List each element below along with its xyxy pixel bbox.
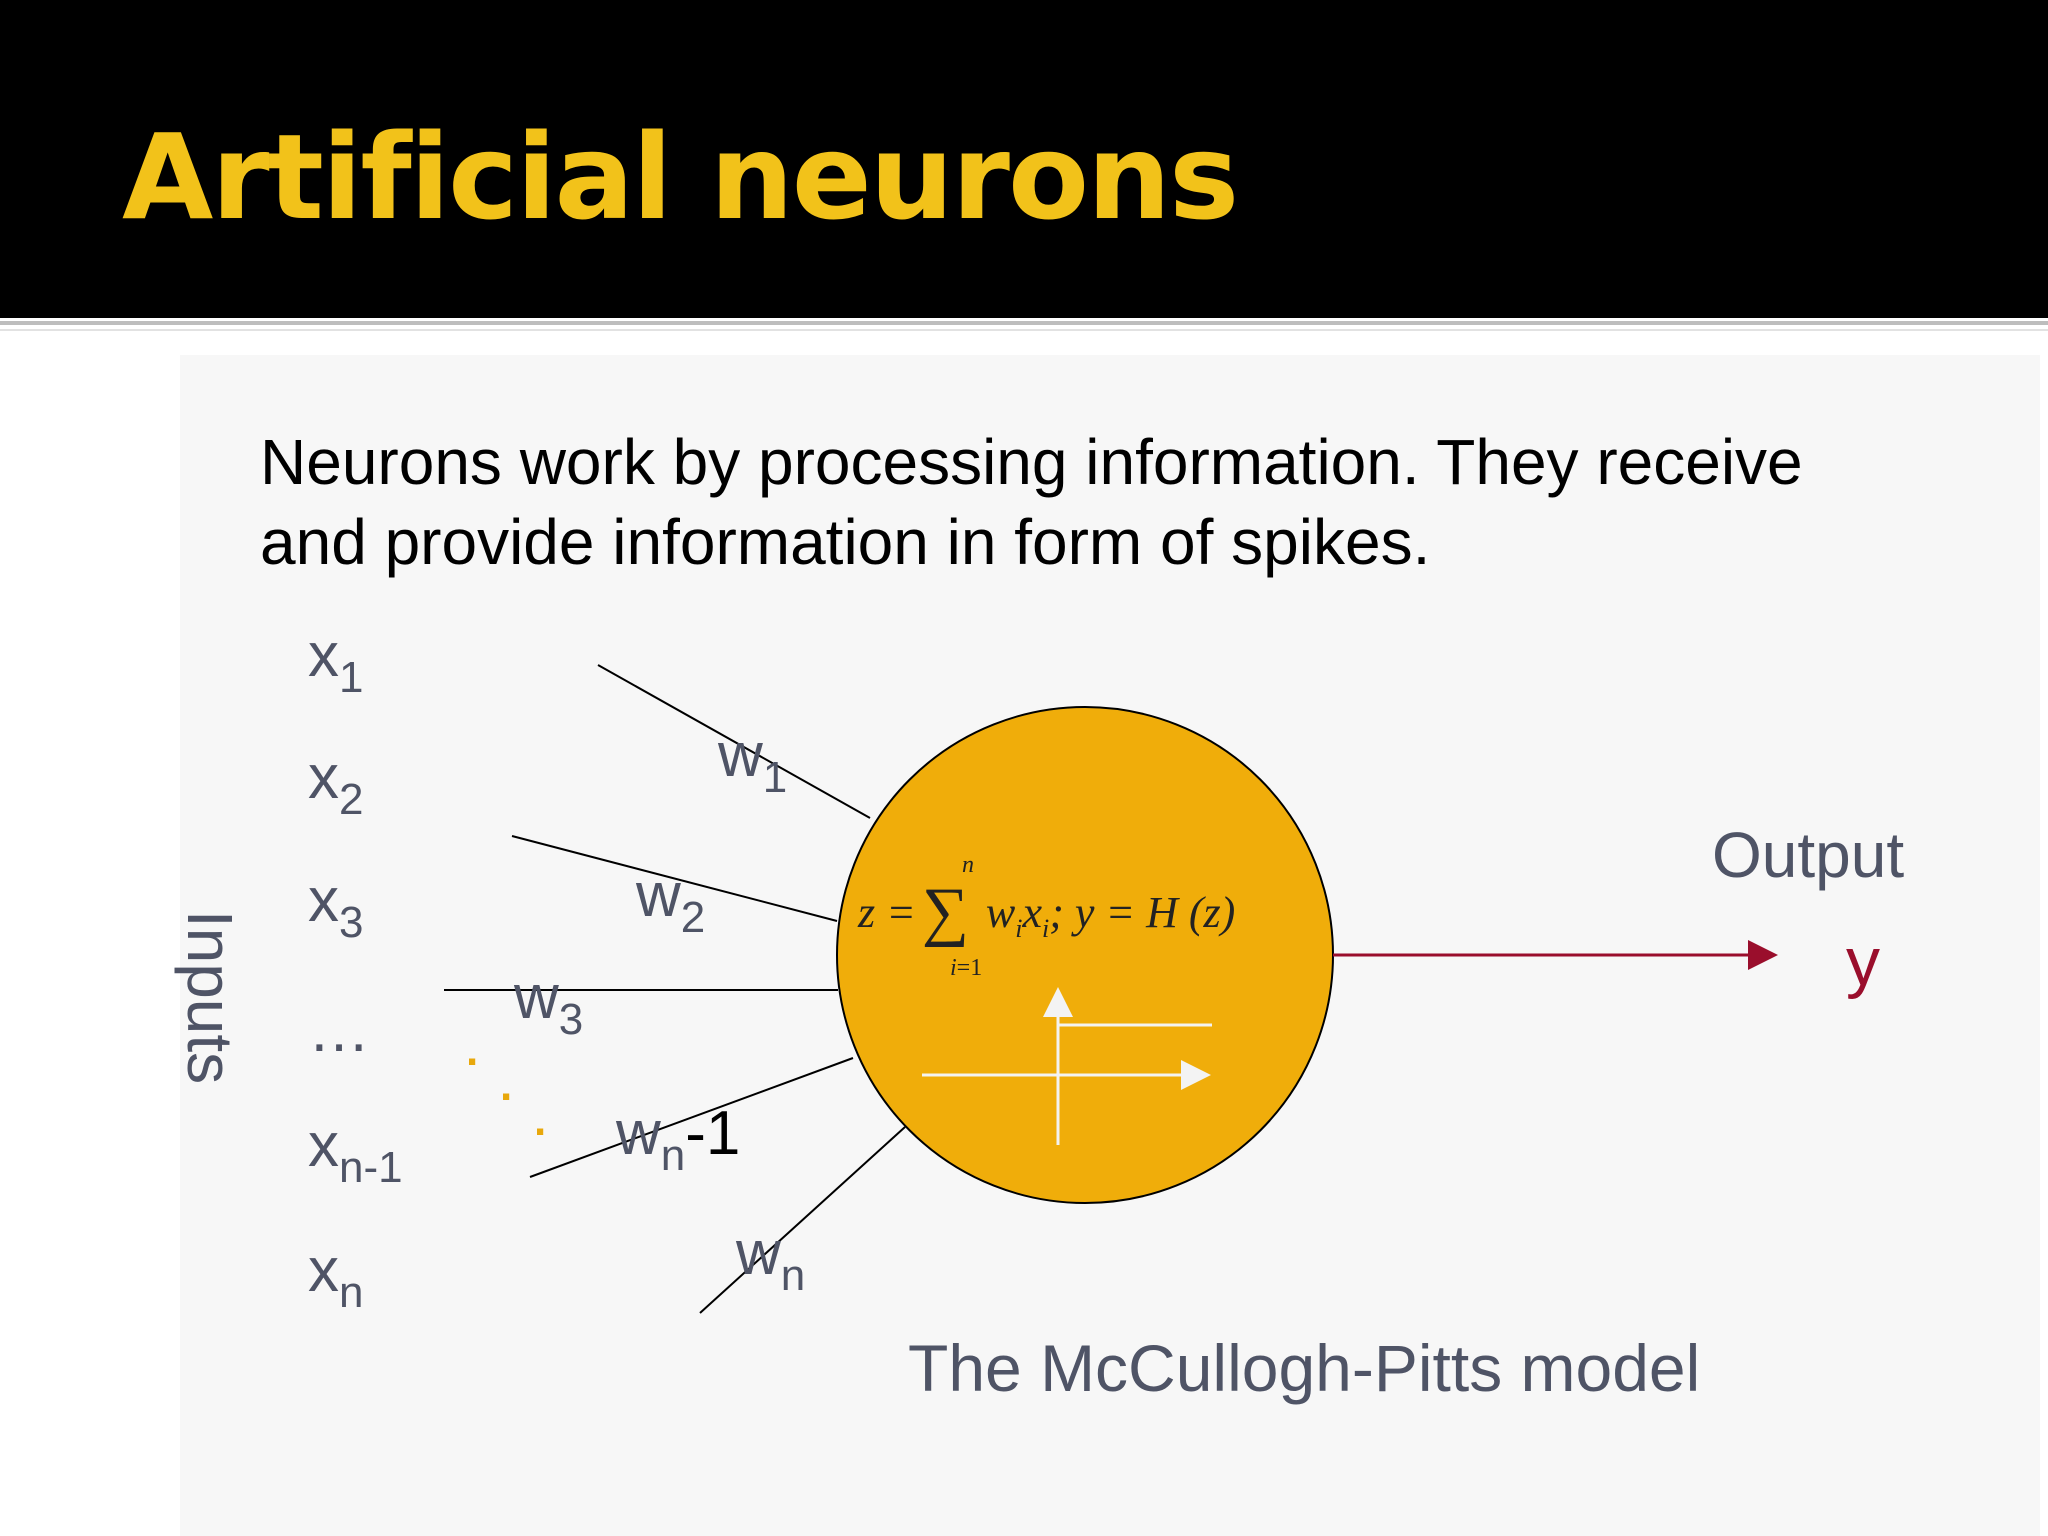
input-xn-1: xn-1 bbox=[308, 1111, 403, 1192]
input-line-2 bbox=[511, 835, 838, 922]
output-label: Output bbox=[1712, 819, 1905, 891]
step-function-curve bbox=[1056, 1023, 1212, 1075]
output-symbol: y bbox=[1846, 924, 1880, 1000]
paragraph-line-2: and provide information in form of spike… bbox=[260, 506, 1431, 578]
inputs-label: Inputs bbox=[174, 909, 246, 1085]
input-x2: x2 bbox=[308, 743, 364, 824]
neuron-body bbox=[836, 706, 1334, 1204]
neuron-formula: z =∑ wixi; y = H (z) bbox=[858, 875, 1236, 948]
weight-w2: w2 bbox=[636, 861, 706, 942]
paragraph-line-1: Neurons work by processing information. … bbox=[260, 426, 1803, 498]
input-line-n bbox=[699, 1126, 906, 1314]
input-x1: x1 bbox=[308, 621, 364, 702]
title-divider bbox=[0, 321, 2048, 325]
ellipsis-dot-2: . bbox=[500, 1061, 512, 1110]
input-ellipsis: … bbox=[308, 996, 370, 1065]
ellipsis-dot-1: . bbox=[466, 1026, 478, 1075]
weight-w1: w1 bbox=[718, 721, 788, 802]
slide-title: Artificial neurons bbox=[122, 108, 1239, 246]
sum-upper-limit: n bbox=[962, 852, 974, 878]
title-bar: Artificial neurons bbox=[0, 0, 2048, 318]
input-line-1 bbox=[597, 664, 871, 819]
sum-lower-limit: i=1 bbox=[950, 955, 983, 981]
input-x3: x3 bbox=[308, 866, 364, 947]
input-line-n-1 bbox=[529, 1057, 854, 1178]
input-xn: xn bbox=[308, 1236, 364, 1317]
diagram-caption: The McCullogh-Pitts model bbox=[908, 1331, 1701, 1405]
weight-w3: w3 bbox=[514, 963, 584, 1044]
ellipsis-dot-3: . bbox=[534, 1096, 546, 1145]
weight-wn-1: wn-1 bbox=[616, 1099, 741, 1180]
title-divider-thin bbox=[0, 329, 2048, 331]
weight-wn: wn bbox=[736, 1219, 806, 1300]
